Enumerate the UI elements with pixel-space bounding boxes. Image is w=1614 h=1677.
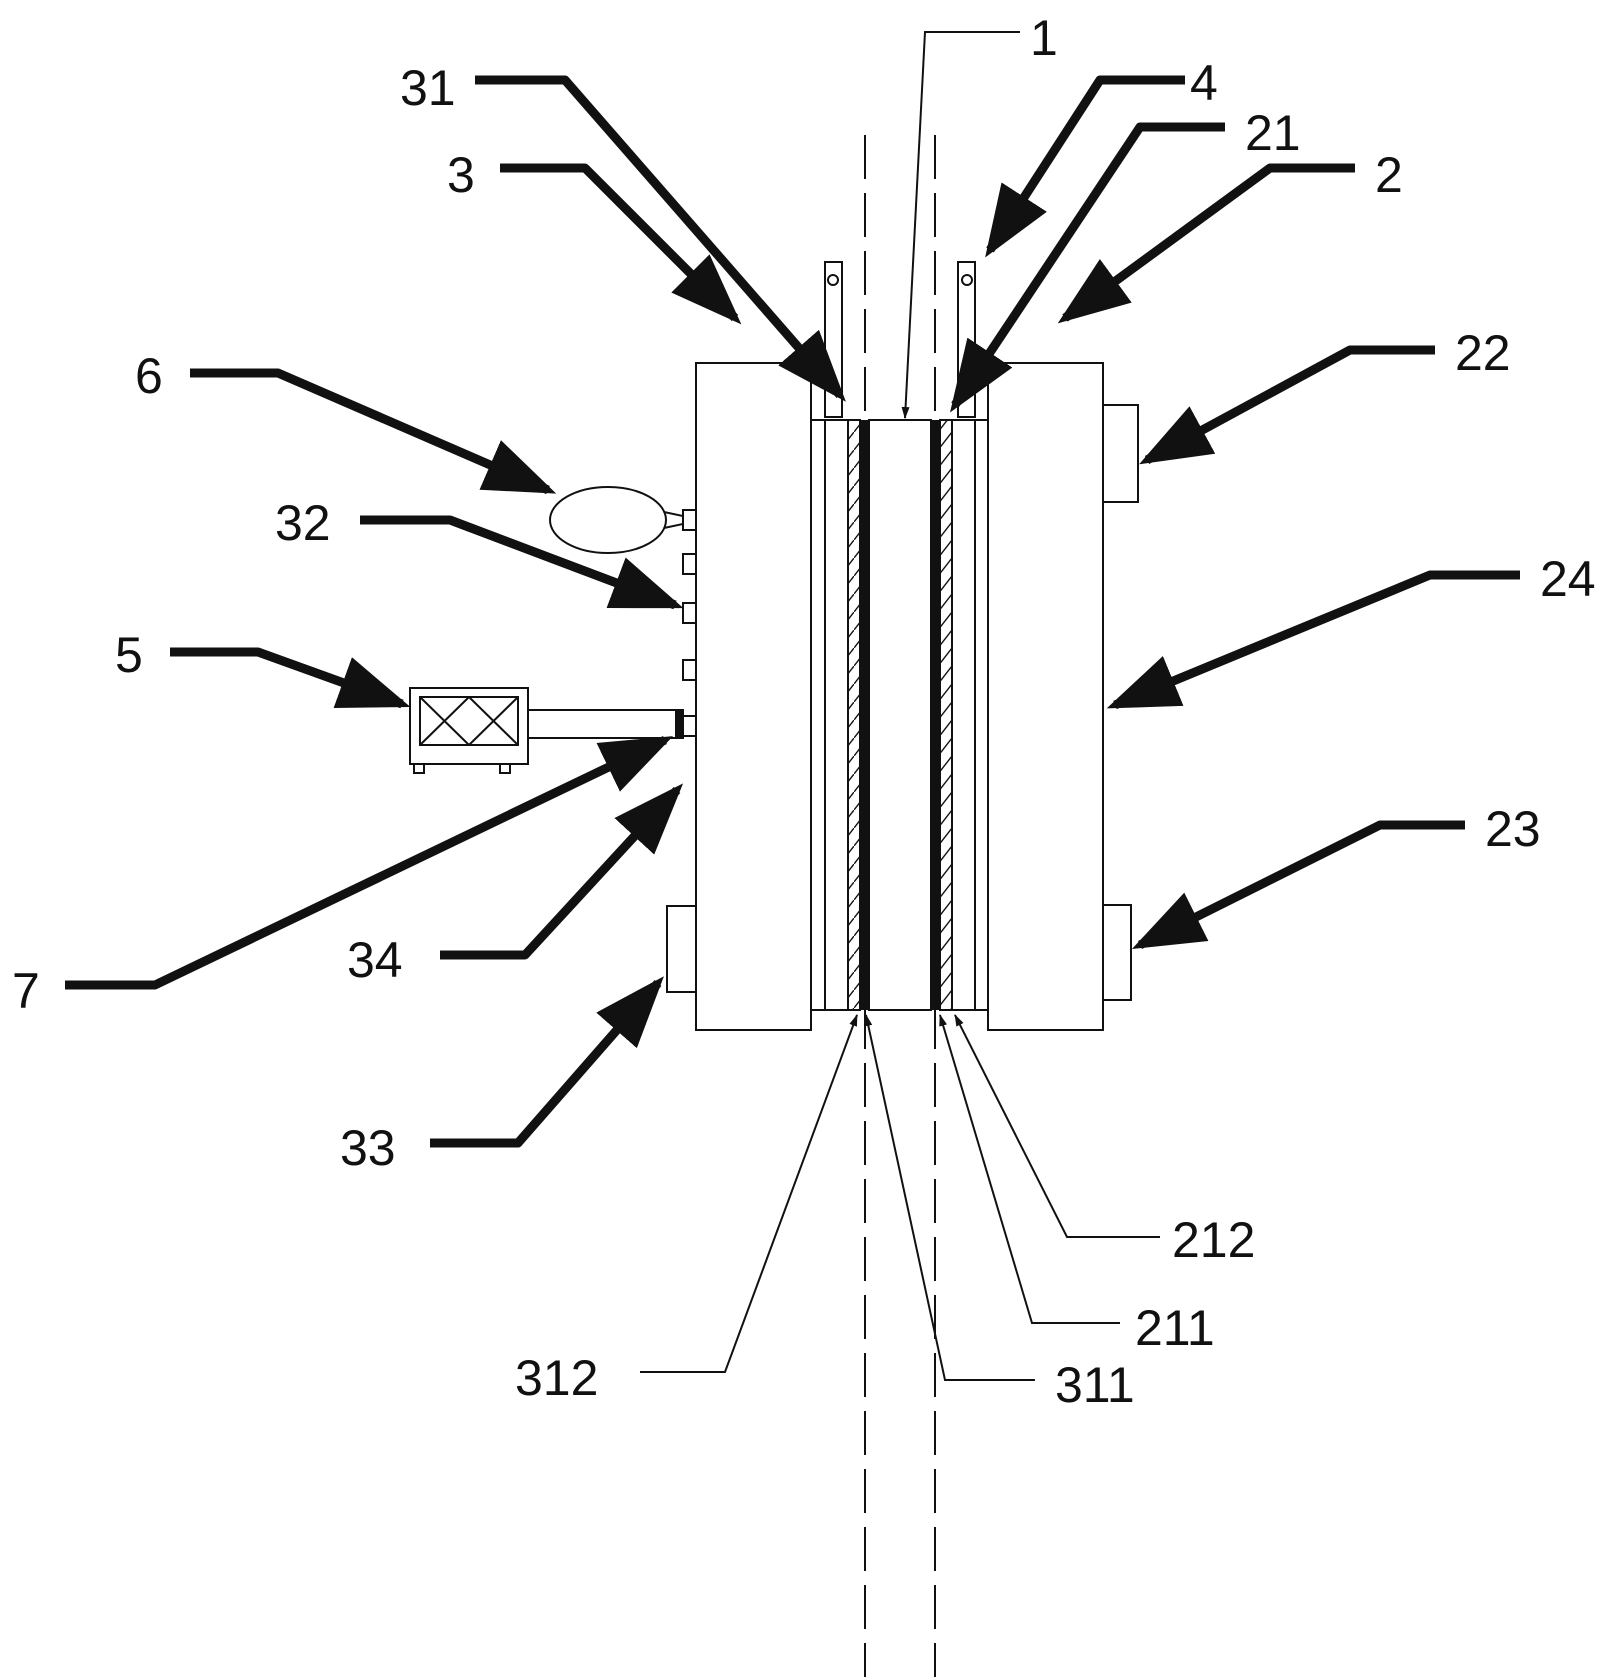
label-2: 2 xyxy=(1375,147,1403,203)
leader-24 xyxy=(1106,570,1520,710)
leader-5 xyxy=(170,647,411,709)
label-34: 34 xyxy=(347,932,403,988)
layer-311 xyxy=(860,420,869,1010)
leader-3 xyxy=(500,163,742,325)
leader-212 xyxy=(954,1014,1160,1238)
label-22: 22 xyxy=(1455,325,1511,381)
bag-neck xyxy=(663,511,684,529)
label-21: 21 xyxy=(1245,105,1301,161)
pipe-7 xyxy=(527,709,684,739)
connector xyxy=(682,659,697,681)
device-5-foot xyxy=(413,763,425,774)
leader-311 xyxy=(864,1014,1035,1381)
label-212: 212 xyxy=(1172,1212,1255,1268)
label-31: 31 xyxy=(400,60,456,116)
gasket-right-inner xyxy=(951,419,976,1011)
leader-32 xyxy=(360,515,684,610)
gasket-left xyxy=(810,419,826,1011)
connector xyxy=(682,509,697,531)
device-5-cross xyxy=(419,696,519,746)
layer-312 xyxy=(847,419,861,1011)
label-5: 5 xyxy=(115,627,143,683)
pipe-7-end xyxy=(675,710,683,738)
leader-4 xyxy=(985,75,1185,258)
label-311: 311 xyxy=(1055,1357,1135,1413)
leader-22 xyxy=(1139,345,1435,465)
right-block xyxy=(987,362,1104,1031)
label-7: 7 xyxy=(12,963,40,1019)
label-312: 312 xyxy=(515,1350,598,1406)
label-23: 23 xyxy=(1485,801,1541,857)
port-22 xyxy=(1102,404,1139,503)
leader-312 xyxy=(640,1014,858,1373)
clamp-hole-right xyxy=(961,274,973,286)
clamp-hole-left xyxy=(827,274,839,286)
bag-6 xyxy=(549,486,667,554)
label-211: 211 xyxy=(1135,1300,1215,1356)
leader-21 xyxy=(950,122,1225,413)
connector xyxy=(682,602,697,624)
label-4: 4 xyxy=(1190,55,1218,111)
leader-1 xyxy=(901,31,1020,419)
layer-212 xyxy=(939,419,953,1011)
gasket-right xyxy=(974,419,989,1011)
label-32: 32 xyxy=(275,495,331,551)
leader-211 xyxy=(939,1014,1120,1324)
leader-34 xyxy=(440,783,684,960)
connector xyxy=(682,715,697,737)
layer-211 xyxy=(931,420,940,1010)
leader-23 xyxy=(1131,820,1465,950)
device-5-foot xyxy=(499,763,511,774)
port-33 xyxy=(666,905,697,993)
connector xyxy=(682,553,697,575)
device-5-window xyxy=(419,696,519,746)
left-block xyxy=(695,362,812,1031)
label-6: 6 xyxy=(135,348,163,404)
leader-2 xyxy=(1057,163,1355,324)
label-3: 3 xyxy=(447,147,475,203)
leader-33 xyxy=(430,976,664,1148)
center-membrane xyxy=(868,419,932,1011)
leader-31 xyxy=(475,75,846,402)
label-1: 1 xyxy=(1030,10,1058,66)
leaders xyxy=(65,75,1520,1148)
thin-leaders xyxy=(640,31,1160,1381)
gasket-left-inner xyxy=(824,419,849,1011)
leader-6 xyxy=(190,368,557,495)
leader-7 xyxy=(65,735,674,990)
label-33: 33 xyxy=(340,1120,396,1176)
label-24: 24 xyxy=(1540,551,1596,607)
port-23 xyxy=(1102,904,1132,1001)
